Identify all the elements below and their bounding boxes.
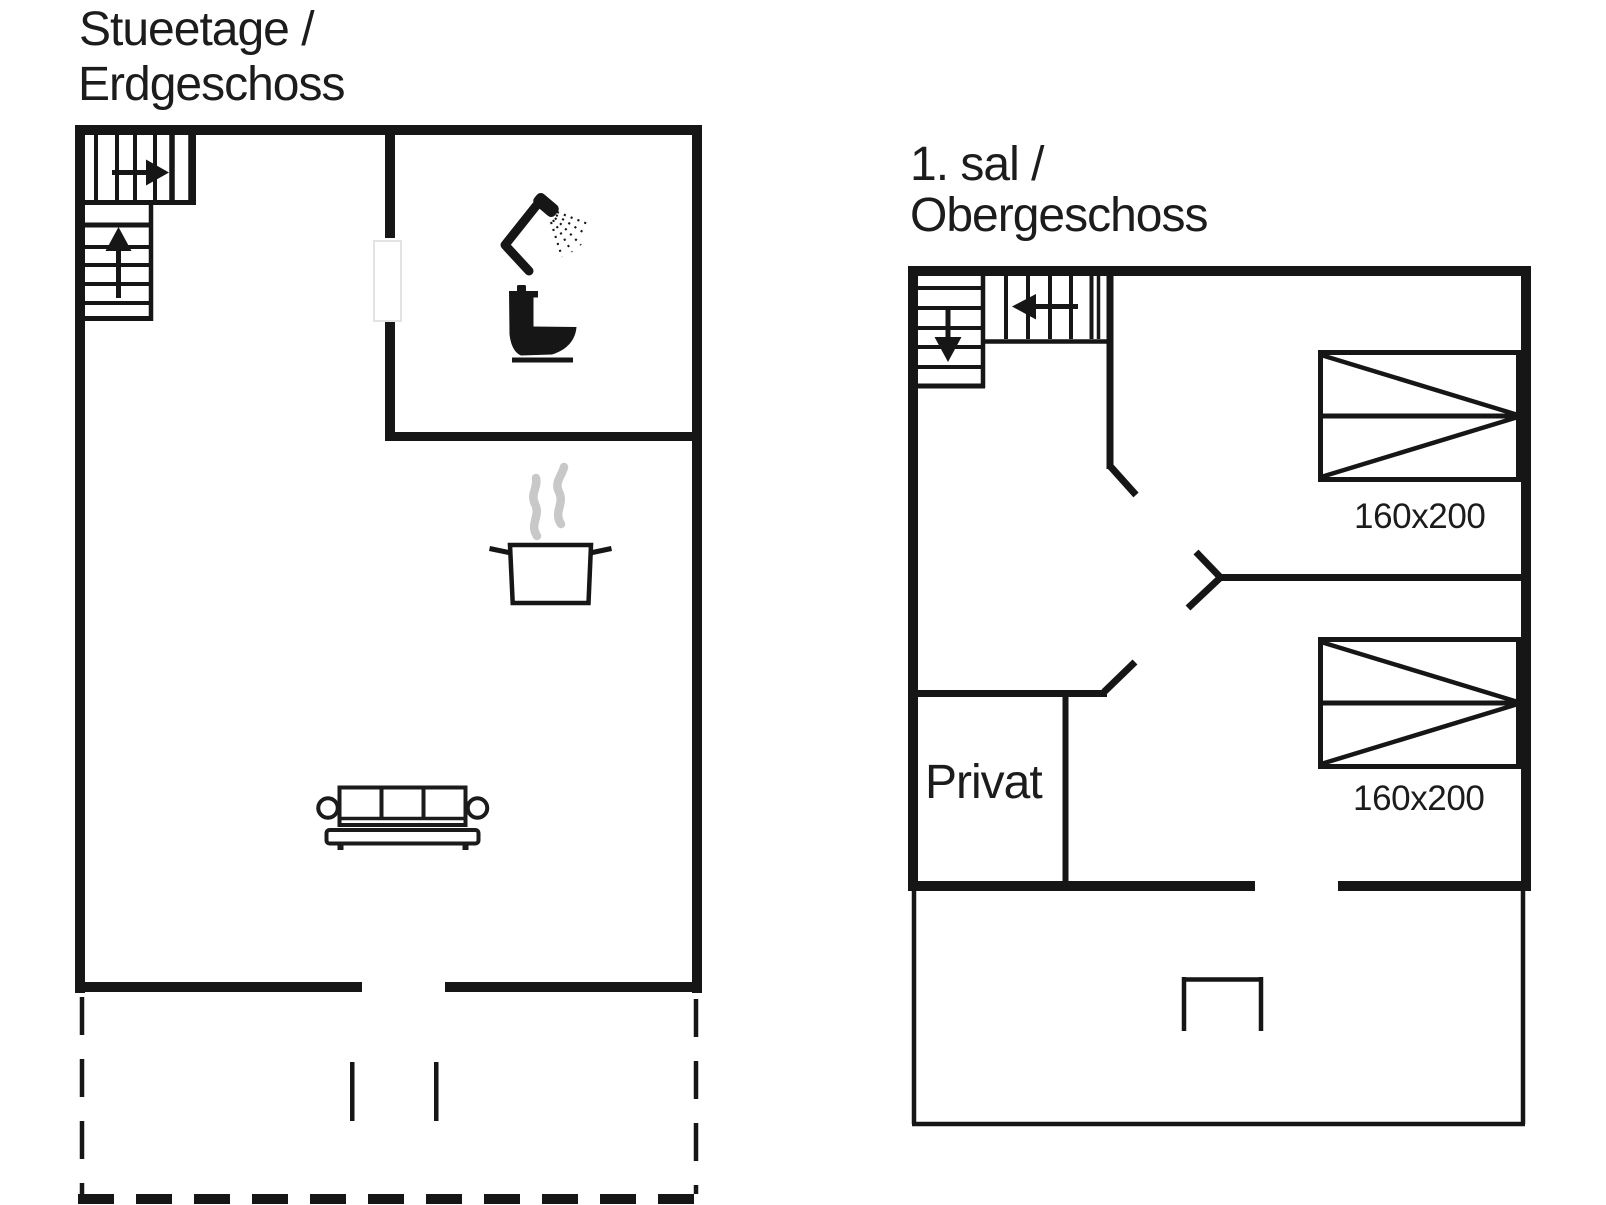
svg-text:160x200: 160x200 [1354,497,1486,536]
svg-text:Privat: Privat [925,756,1042,809]
svg-text:Erdgeschoss: Erdgeschoss [78,58,344,111]
svg-text:160x200: 160x200 [1353,779,1485,818]
svg-text:Stueetage /: Stueetage / [79,3,315,56]
svg-text:Obergeschoss: Obergeschoss [910,189,1208,242]
svg-text:1. sal /: 1. sal / [910,138,1045,191]
